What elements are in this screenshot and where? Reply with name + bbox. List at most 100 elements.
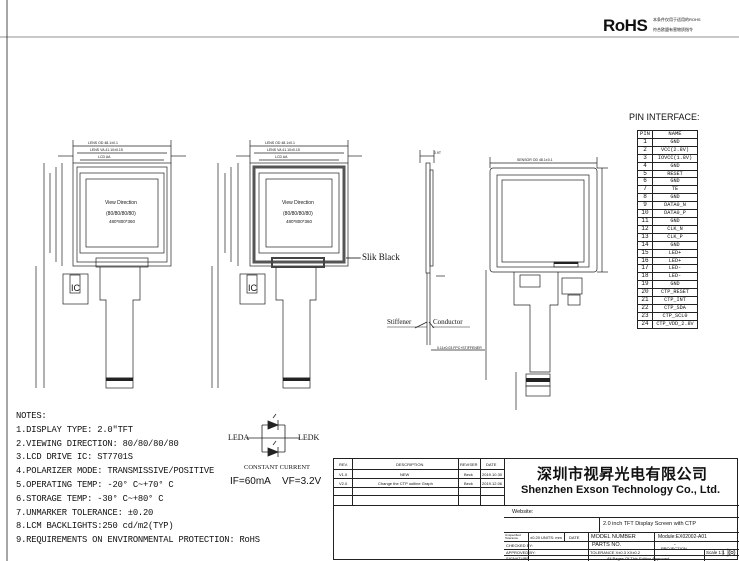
pin-number: 13 — [637, 232, 653, 242]
website-label: Website: — [512, 509, 534, 515]
projection-label: PROJECTION — [661, 546, 687, 551]
rev-2-reviser: Beck — [464, 481, 473, 486]
rev-1-description: NEW — [400, 472, 410, 477]
company-name-en: Shenzhen Exson Technology Co., Ltd. — [521, 484, 721, 496]
ledk-label: LEDK — [298, 433, 320, 442]
pin-name: RESET — [652, 169, 698, 179]
projection-symbol-icon — [722, 548, 736, 557]
rohs-note-cn-2: 符合欧盟有害物质指令 — [653, 27, 693, 32]
product-description: 2.0 inch TFT Display Screen with CTP — [603, 521, 697, 527]
pin-name: CLK_P — [652, 232, 698, 242]
scale-label: Scale 1:1 — [706, 550, 725, 555]
pin-name: DATA0_N — [652, 201, 698, 211]
pin-name: GND — [652, 137, 698, 147]
signature-label: SIGNATURE — [506, 556, 530, 561]
note-item: 7.UNMARKER TOLERANCE: ±0.20 — [16, 507, 154, 518]
stiffener-label: Stiffener — [387, 318, 412, 326]
rev-2-date: 2019.12.06 — [482, 481, 503, 486]
parts-no-value: - — [674, 542, 676, 548]
pin-name: GND — [652, 161, 698, 171]
pin-name: LED+ — [652, 256, 698, 266]
dim-outline-label: LENS OD 48.1±0.1 — [88, 141, 118, 145]
rev-1-date: 2019.10.30 — [482, 472, 503, 477]
pin-name: GND — [652, 216, 698, 226]
pin-name: GND — [652, 280, 698, 290]
pin-interface-title: PIN INTERFACE: — [629, 112, 700, 122]
pin-name: CTP_RESET — [652, 288, 698, 298]
checked-by-label: CHECKED BY: — [506, 543, 533, 548]
model-number-value: Module:EX02002-A01 — [658, 534, 707, 540]
note-item: 4.POLARIZER MODE: TRANSMISSIVE/POSITIVE — [16, 466, 215, 477]
pin-name: LED- — [652, 264, 698, 274]
note-item: 9.REQUIREMENTS ON ENVIRONMENTAL PROTECTI… — [16, 535, 260, 546]
view-direction-label: View Direction — [105, 200, 137, 206]
note-item: 8.LCM BACKLIGHTS:250 cd/m2(TYP) — [16, 521, 174, 532]
view-angles-label-2: (80/80/80/80) — [283, 211, 313, 217]
notes-section: NOTES: 1.DISPLAY TYPE: 2.0"TFT 2.VIEWING… — [16, 410, 260, 548]
note-item: 5.OPERATING TEMP: -20° C~+70° C — [16, 479, 174, 490]
description-col-header: DESCRIPTION — [396, 462, 424, 467]
rev-col-header: REV. — [339, 462, 348, 467]
pin-number: 14 — [637, 240, 653, 250]
pin-number: 24 — [637, 319, 653, 329]
name-col-header: NAME — [652, 130, 698, 139]
approved-by-label: APPROVED BY: — [506, 550, 536, 555]
pin-name: LED- — [652, 272, 698, 282]
pin-name: IOVCC(1.8V) — [652, 153, 698, 163]
conductor-label: Conductor — [433, 318, 463, 326]
tolerance-text: TOLERANCE X±0.3 XX±0.2 — [590, 550, 641, 555]
rev-1-reviser: Beck — [464, 472, 473, 477]
model-number-label: MODEL NUMBER — [591, 534, 636, 540]
pin-name: CTP_VDD_2.8V — [652, 319, 698, 329]
rev-1-number: V1.0 — [339, 472, 348, 477]
front-view — [35, 140, 186, 389]
tolerance-value: ±0.20 — [530, 535, 540, 540]
pin-name: CTP_INT — [652, 296, 698, 305]
units-label: UNITS: mm — [541, 535, 562, 540]
rev-2-description: Change the CTP outline Graph — [378, 481, 433, 486]
view-direction-label-2: View Direction — [282, 200, 314, 206]
vf-value: VF=3.2V — [282, 476, 322, 487]
date-label: DATE — [569, 535, 580, 540]
silk-view — [211, 140, 362, 389]
view-angles-label: (80/80/80/80) — [106, 211, 136, 217]
date-col-header: DATE — [486, 462, 497, 467]
back-view — [485, 157, 608, 410]
resolution-label-2: 480*800*360 — [286, 219, 313, 224]
pin-name: GND — [652, 177, 698, 187]
dim-fpc-label: 0.11±0.03 FPC+STIFFENER — [437, 346, 482, 350]
leda-label: LEDA — [228, 433, 250, 442]
pin-name: CTP_SDA — [652, 303, 698, 313]
pin-number: 4 — [637, 161, 653, 171]
rohs-logo: RoHS — [603, 16, 648, 35]
dim-outline-label-2: LENS OD 48.1±0.1 — [265, 141, 295, 145]
dim-va-label-2: LENS VA 41.10±0.15 — [267, 148, 300, 152]
pin-name: LED+ — [652, 248, 698, 258]
pin-number: 15 — [637, 248, 653, 258]
pin-name: GND — [652, 193, 698, 203]
notes-heading: NOTES: — [16, 411, 47, 421]
all-pages-approved: All Pages Of This Edition Approved — [607, 556, 670, 561]
silk-black-label: Slik Black — [362, 252, 400, 262]
note-item: 6.STORAGE TEMP: -30° C~+80° C — [16, 493, 164, 504]
title-block: REV. DESCRIPTION REVISER DATE V1.0 NEW B… — [333, 458, 739, 561]
pin-name: VCC(2.8V) — [652, 145, 698, 155]
ic-label-1: IC — [71, 283, 80, 293]
pin-name: GND — [652, 240, 698, 250]
dim-aa-label-2: LCD AA — [275, 155, 288, 159]
ic-label-2: IC — [248, 283, 257, 293]
parts-no-label: PARTS NO. — [592, 542, 622, 548]
unspecified-tolerance-label: Unspecified Tolerance — [505, 533, 521, 541]
dim-aa-label: LCD AA — [98, 155, 111, 159]
pin-number: 3 — [637, 153, 653, 163]
note-item: 2.VIEWING DIRECTION: 80/80/80/80 — [16, 438, 179, 449]
dim-panel-label: SENSOR OD 48.1±0.1 — [517, 158, 553, 162]
pin-name: CLK_N — [652, 224, 698, 234]
if-value: IF=60mA — [230, 476, 271, 487]
